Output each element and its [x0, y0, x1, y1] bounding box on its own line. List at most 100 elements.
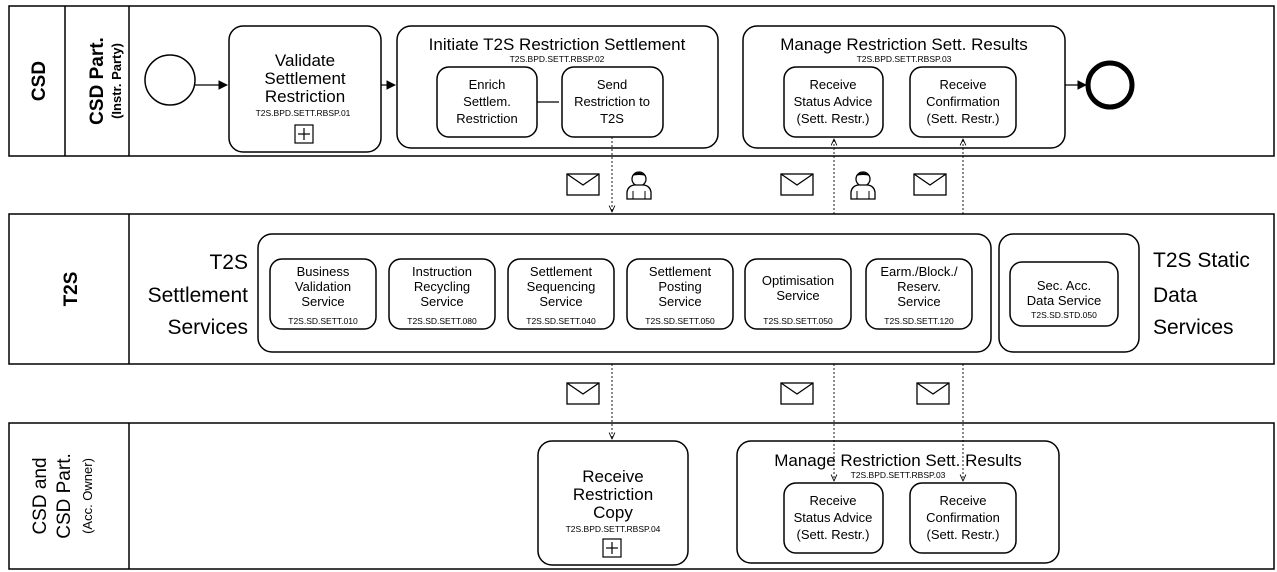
- owner-confirm-line-2: Confirmation: [926, 510, 1000, 525]
- service-code: T2S.SD.SETT.040: [526, 316, 596, 326]
- lane-csd-title: CSD: [29, 61, 50, 101]
- manage-title: Manage Restriction Sett. Results: [780, 35, 1028, 54]
- enrich-line-1: Enrich: [469, 77, 506, 92]
- owner-manage-code: T2S.BPD.SETT.RBSP.03: [851, 470, 946, 480]
- manage-code: T2S.BPD.SETT.RBSP.03: [857, 54, 952, 64]
- envelope-icon: [916, 382, 950, 405]
- enrich-line-3: Restriction: [456, 111, 517, 126]
- service-label-line: Sequencing: [527, 279, 596, 294]
- validate-line-1: Validate: [275, 51, 335, 70]
- copy-line-3: Copy: [593, 503, 633, 522]
- envelope-icon: [566, 382, 600, 405]
- service-label-line: Optimisation: [762, 273, 834, 288]
- enrich-line-2: Settlem.: [463, 94, 511, 109]
- message-flows: [612, 137, 963, 481]
- service-label-line: Settlement: [530, 264, 593, 279]
- owner-status-line-2: Status Advice: [794, 510, 873, 525]
- lane-owner-note: (Acc. Owner): [80, 458, 95, 534]
- t2s-static-label-2: Data: [1153, 284, 1198, 307]
- task-owner-receive-status-advice[interactable]: Receive Status Advice (Sett. Restr.): [783, 482, 884, 554]
- service-code: T2S.SD.SETT.120: [884, 316, 954, 326]
- subprocess-manage-restriction-results-owner[interactable]: Manage Restriction Sett. Results T2S.BPD…: [736, 440, 1060, 564]
- static-service-code: T2S.SD.STD.050: [1031, 310, 1097, 320]
- copy-line-1: Receive: [582, 467, 643, 486]
- validate-code: T2S.BPD.SETT.RBSP.01: [256, 108, 351, 118]
- envelope-icon: [780, 173, 814, 196]
- service-label-line: Service: [658, 294, 701, 309]
- task-receive-restriction-copy[interactable]: Receive Restriction Copy T2S.BPD.SETT.RB…: [537, 440, 689, 566]
- lane-t2s-title: T2S: [61, 272, 82, 307]
- owner-confirm-line-3: (Sett. Restr.): [927, 527, 1000, 542]
- task-owner-receive-confirmation[interactable]: Receive Confirmation (Sett. Restr.): [909, 482, 1017, 554]
- user-icon: [626, 171, 652, 200]
- envelope-icon: [913, 173, 947, 196]
- service-code: T2S.SD.SETT.010: [288, 316, 358, 326]
- service-label-line: Reserv.: [897, 279, 941, 294]
- envelope-icon: [780, 382, 814, 405]
- start-event: [144, 54, 196, 106]
- t2s-settlement-label-1: T2S: [209, 251, 248, 274]
- end-event: [1085, 60, 1135, 110]
- confirm-line-1: Receive: [940, 77, 987, 92]
- task-validate-settlement-restriction[interactable]: Validate Settlement Restriction T2S.BPD.…: [228, 25, 382, 153]
- service-label-line: Service: [539, 294, 582, 309]
- copy-code: T2S.BPD.SETT.RBSP.04: [566, 524, 661, 534]
- service-label-line: Service: [420, 294, 463, 309]
- lane-csd-note: (Instr. Party): [109, 43, 124, 119]
- static-service-line-2: Data Service: [1027, 293, 1101, 308]
- service-box[interactable]: SettlementSequencingServiceT2S.SD.SETT.0…: [507, 258, 615, 330]
- initiate-title: Initiate T2S Restriction Settlement: [429, 35, 686, 54]
- service-sec-acc-data[interactable]: Sec. Acc. Data Service T2S.SD.STD.050: [1009, 261, 1119, 327]
- task-receive-confirmation[interactable]: Receive Confirmation (Sett. Restr.): [909, 66, 1017, 138]
- service-code: T2S.SD.SETT.050: [763, 316, 833, 326]
- subprocess-manage-restriction-results-csd[interactable]: Manage Restriction Sett. Results T2S.BPD…: [742, 25, 1066, 149]
- status-line-1: Receive: [810, 77, 857, 92]
- send-line-2: Restriction to: [574, 94, 650, 109]
- subprocess-initiate-t2s-restriction-settlement[interactable]: Initiate T2S Restriction Settlement T2S.…: [396, 25, 719, 149]
- service-label-line: Settlement: [649, 264, 712, 279]
- validate-line-3: Restriction: [265, 87, 345, 106]
- lane-owner-line-2: CSD Part.: [54, 453, 75, 539]
- status-line-2: Status Advice: [794, 94, 873, 109]
- send-line-1: Send: [597, 77, 627, 92]
- t2s-services-list: BusinessValidationServiceT2S.SD.SETT.010…: [269, 258, 973, 330]
- service-label-line: Posting: [658, 279, 701, 294]
- owner-confirm-line-1: Receive: [940, 493, 987, 508]
- service-label-line: Recycling: [414, 279, 470, 294]
- t2s-settlement-label-3: Services: [167, 316, 248, 339]
- service-label-line: Service: [897, 294, 940, 309]
- static-service-line-1: Sec. Acc.: [1037, 278, 1091, 293]
- owner-manage-title: Manage Restriction Sett. Results: [774, 451, 1022, 470]
- validate-line-2: Settlement: [264, 69, 346, 88]
- t2s-static-label-1: T2S Static: [1153, 249, 1250, 272]
- task-receive-status-advice[interactable]: Receive Status Advice (Sett. Restr.): [783, 66, 884, 138]
- user-icon: [850, 171, 876, 200]
- service-code: T2S.SD.SETT.080: [407, 316, 477, 326]
- task-enrich-settlem-restriction[interactable]: Enrich Settlem. Restriction: [436, 66, 538, 138]
- service-label-line: Service: [776, 288, 819, 303]
- plus-box-icon: [294, 124, 314, 144]
- status-line-3: (Sett. Restr.): [797, 111, 870, 126]
- service-label-line: Service: [301, 294, 344, 309]
- service-box[interactable]: InstructionRecyclingServiceT2S.SD.SETT.0…: [388, 258, 496, 330]
- service-label-line: Instruction: [412, 264, 472, 279]
- service-label-line: Business: [297, 264, 350, 279]
- task-send-restriction-to-t2s[interactable]: Send Restriction to T2S: [561, 66, 664, 138]
- service-label-line: Validation: [295, 279, 351, 294]
- send-line-3: T2S: [600, 111, 624, 126]
- lane-owner-line-1: CSD and: [30, 457, 51, 534]
- confirm-line-2: Confirmation: [926, 94, 1000, 109]
- service-box[interactable]: Earm./Block./Reserv.ServiceT2S.SD.SETT.1…: [865, 258, 973, 330]
- plus-box-icon: [602, 538, 622, 558]
- group-t2s-static-data-services: Sec. Acc. Data Service T2S.SD.STD.050: [998, 233, 1140, 353]
- owner-status-line-3: (Sett. Restr.): [797, 527, 870, 542]
- lane-csd-subtitle: CSD Part.: [87, 37, 108, 125]
- initiate-code: T2S.BPD.SETT.RBSP.02: [510, 54, 605, 64]
- confirm-line-3: (Sett. Restr.): [927, 111, 1000, 126]
- service-label-line: Earm./Block./: [880, 264, 958, 279]
- owner-status-line-1: Receive: [810, 493, 857, 508]
